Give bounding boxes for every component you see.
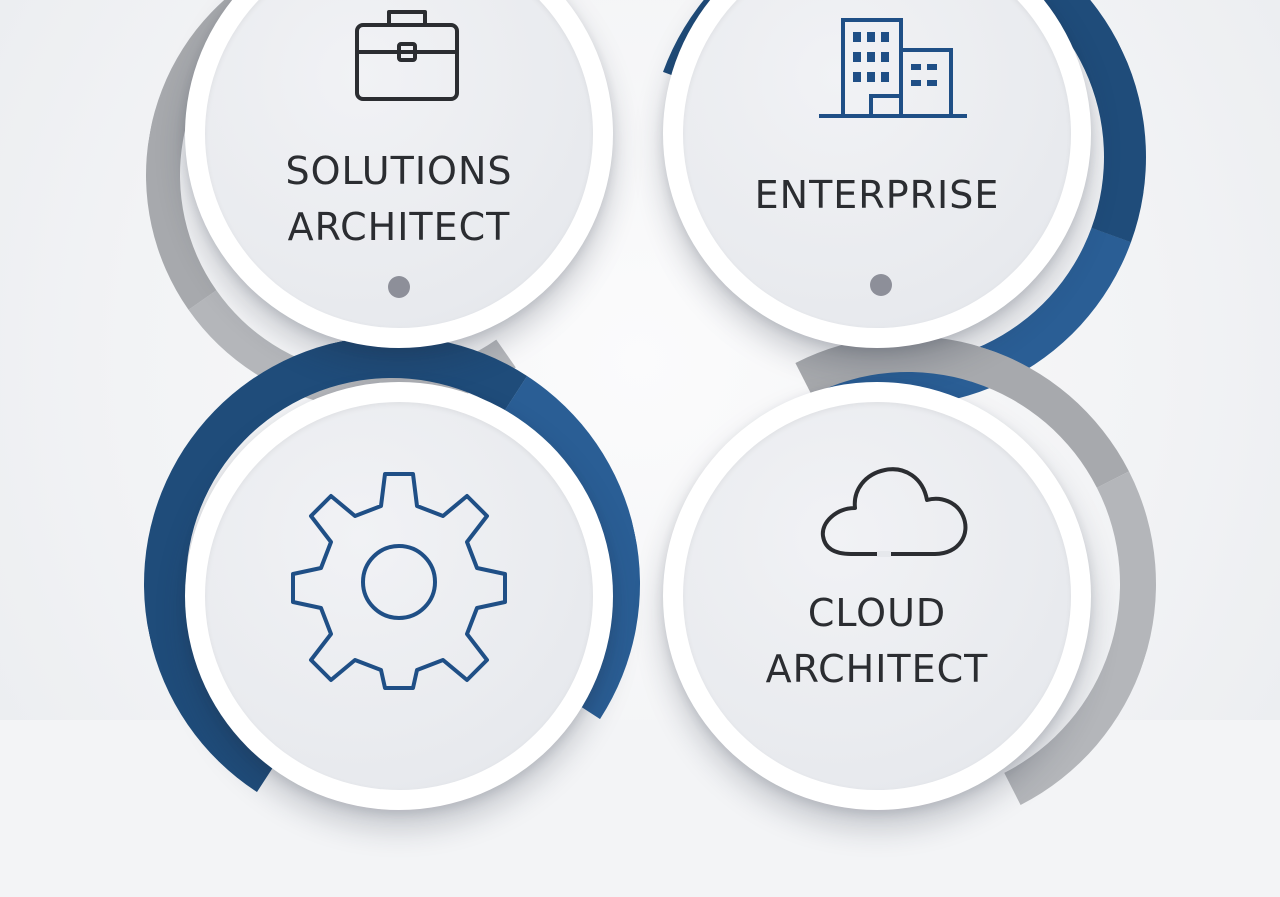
node-face: ENTERPRISE	[683, 0, 1071, 328]
node-enterprise: ENTERPRISE	[663, 0, 1091, 348]
node-title-line-2: ARCHITECT	[765, 647, 989, 691]
node-solutions-architect: SOLUTIONS ARCHITECT	[185, 0, 613, 348]
gear-icon	[291, 472, 507, 690]
briefcase-icon	[355, 10, 459, 101]
node-title-line-1: CLOUD	[807, 591, 947, 635]
node-face	[205, 402, 593, 790]
cloud-icon	[820, 467, 968, 557]
indicator-dot	[870, 274, 892, 296]
node-devops	[185, 382, 613, 810]
node-face: CLOUD ARCHITECT	[683, 402, 1071, 790]
node-title-line-1: ENTERPRISE	[754, 173, 1000, 217]
node-face: SOLUTIONS ARCHITECT	[205, 0, 593, 328]
node-title-line-1: SOLUTIONS	[285, 149, 513, 193]
node-title-line-2: ARCHITECT	[287, 205, 511, 249]
building-icon	[819, 18, 967, 118]
indicator-dot	[388, 276, 410, 298]
node-cloud-architect: CLOUD ARCHITECT	[663, 382, 1091, 810]
